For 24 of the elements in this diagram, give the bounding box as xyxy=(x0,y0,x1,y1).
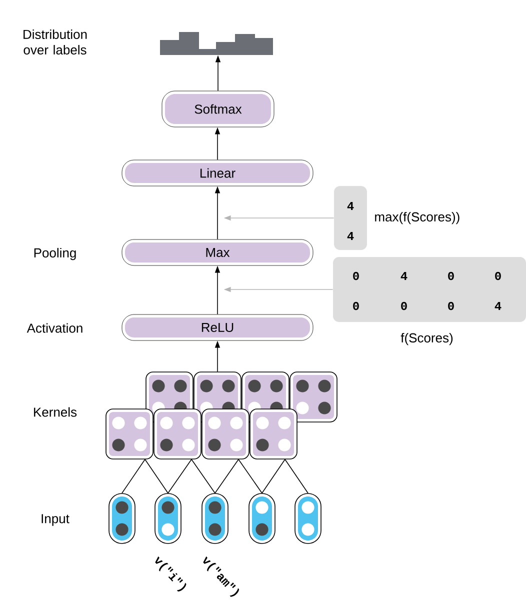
score-matrix: 0 4 0 0 0 0 0 4 xyxy=(333,257,526,322)
matrix-caption: f(Scores) xyxy=(400,332,453,346)
layer-box: ReLU xyxy=(122,314,314,341)
kernel-drawing xyxy=(106,408,154,460)
kernel-drawing xyxy=(250,408,298,460)
layer-label: Distribution over labels xyxy=(24,29,87,55)
kernel-drawing xyxy=(290,372,338,422)
input-vector-drawing xyxy=(108,493,136,544)
input-vector-drawing xyxy=(202,493,228,544)
layer-label: Pooling xyxy=(34,248,76,260)
kernel-drawing xyxy=(154,408,202,460)
input-vector-drawing xyxy=(154,493,182,544)
layer-box: Softmax xyxy=(162,90,274,128)
input-vector-drawing xyxy=(294,493,322,544)
score-matrix: 4 4 xyxy=(334,186,367,250)
layer-label: Input xyxy=(42,514,70,526)
input-vector-drawing xyxy=(248,493,276,544)
layer-box: Max xyxy=(122,239,314,266)
matrix-caption: max(f(Scores)) xyxy=(375,212,460,224)
layer-label: Activation xyxy=(26,323,82,333)
layer-box: Linear xyxy=(122,160,314,186)
kernel-drawing xyxy=(202,408,250,460)
layer-label: Kernels xyxy=(34,407,77,417)
histogram-drawing xyxy=(160,32,273,55)
